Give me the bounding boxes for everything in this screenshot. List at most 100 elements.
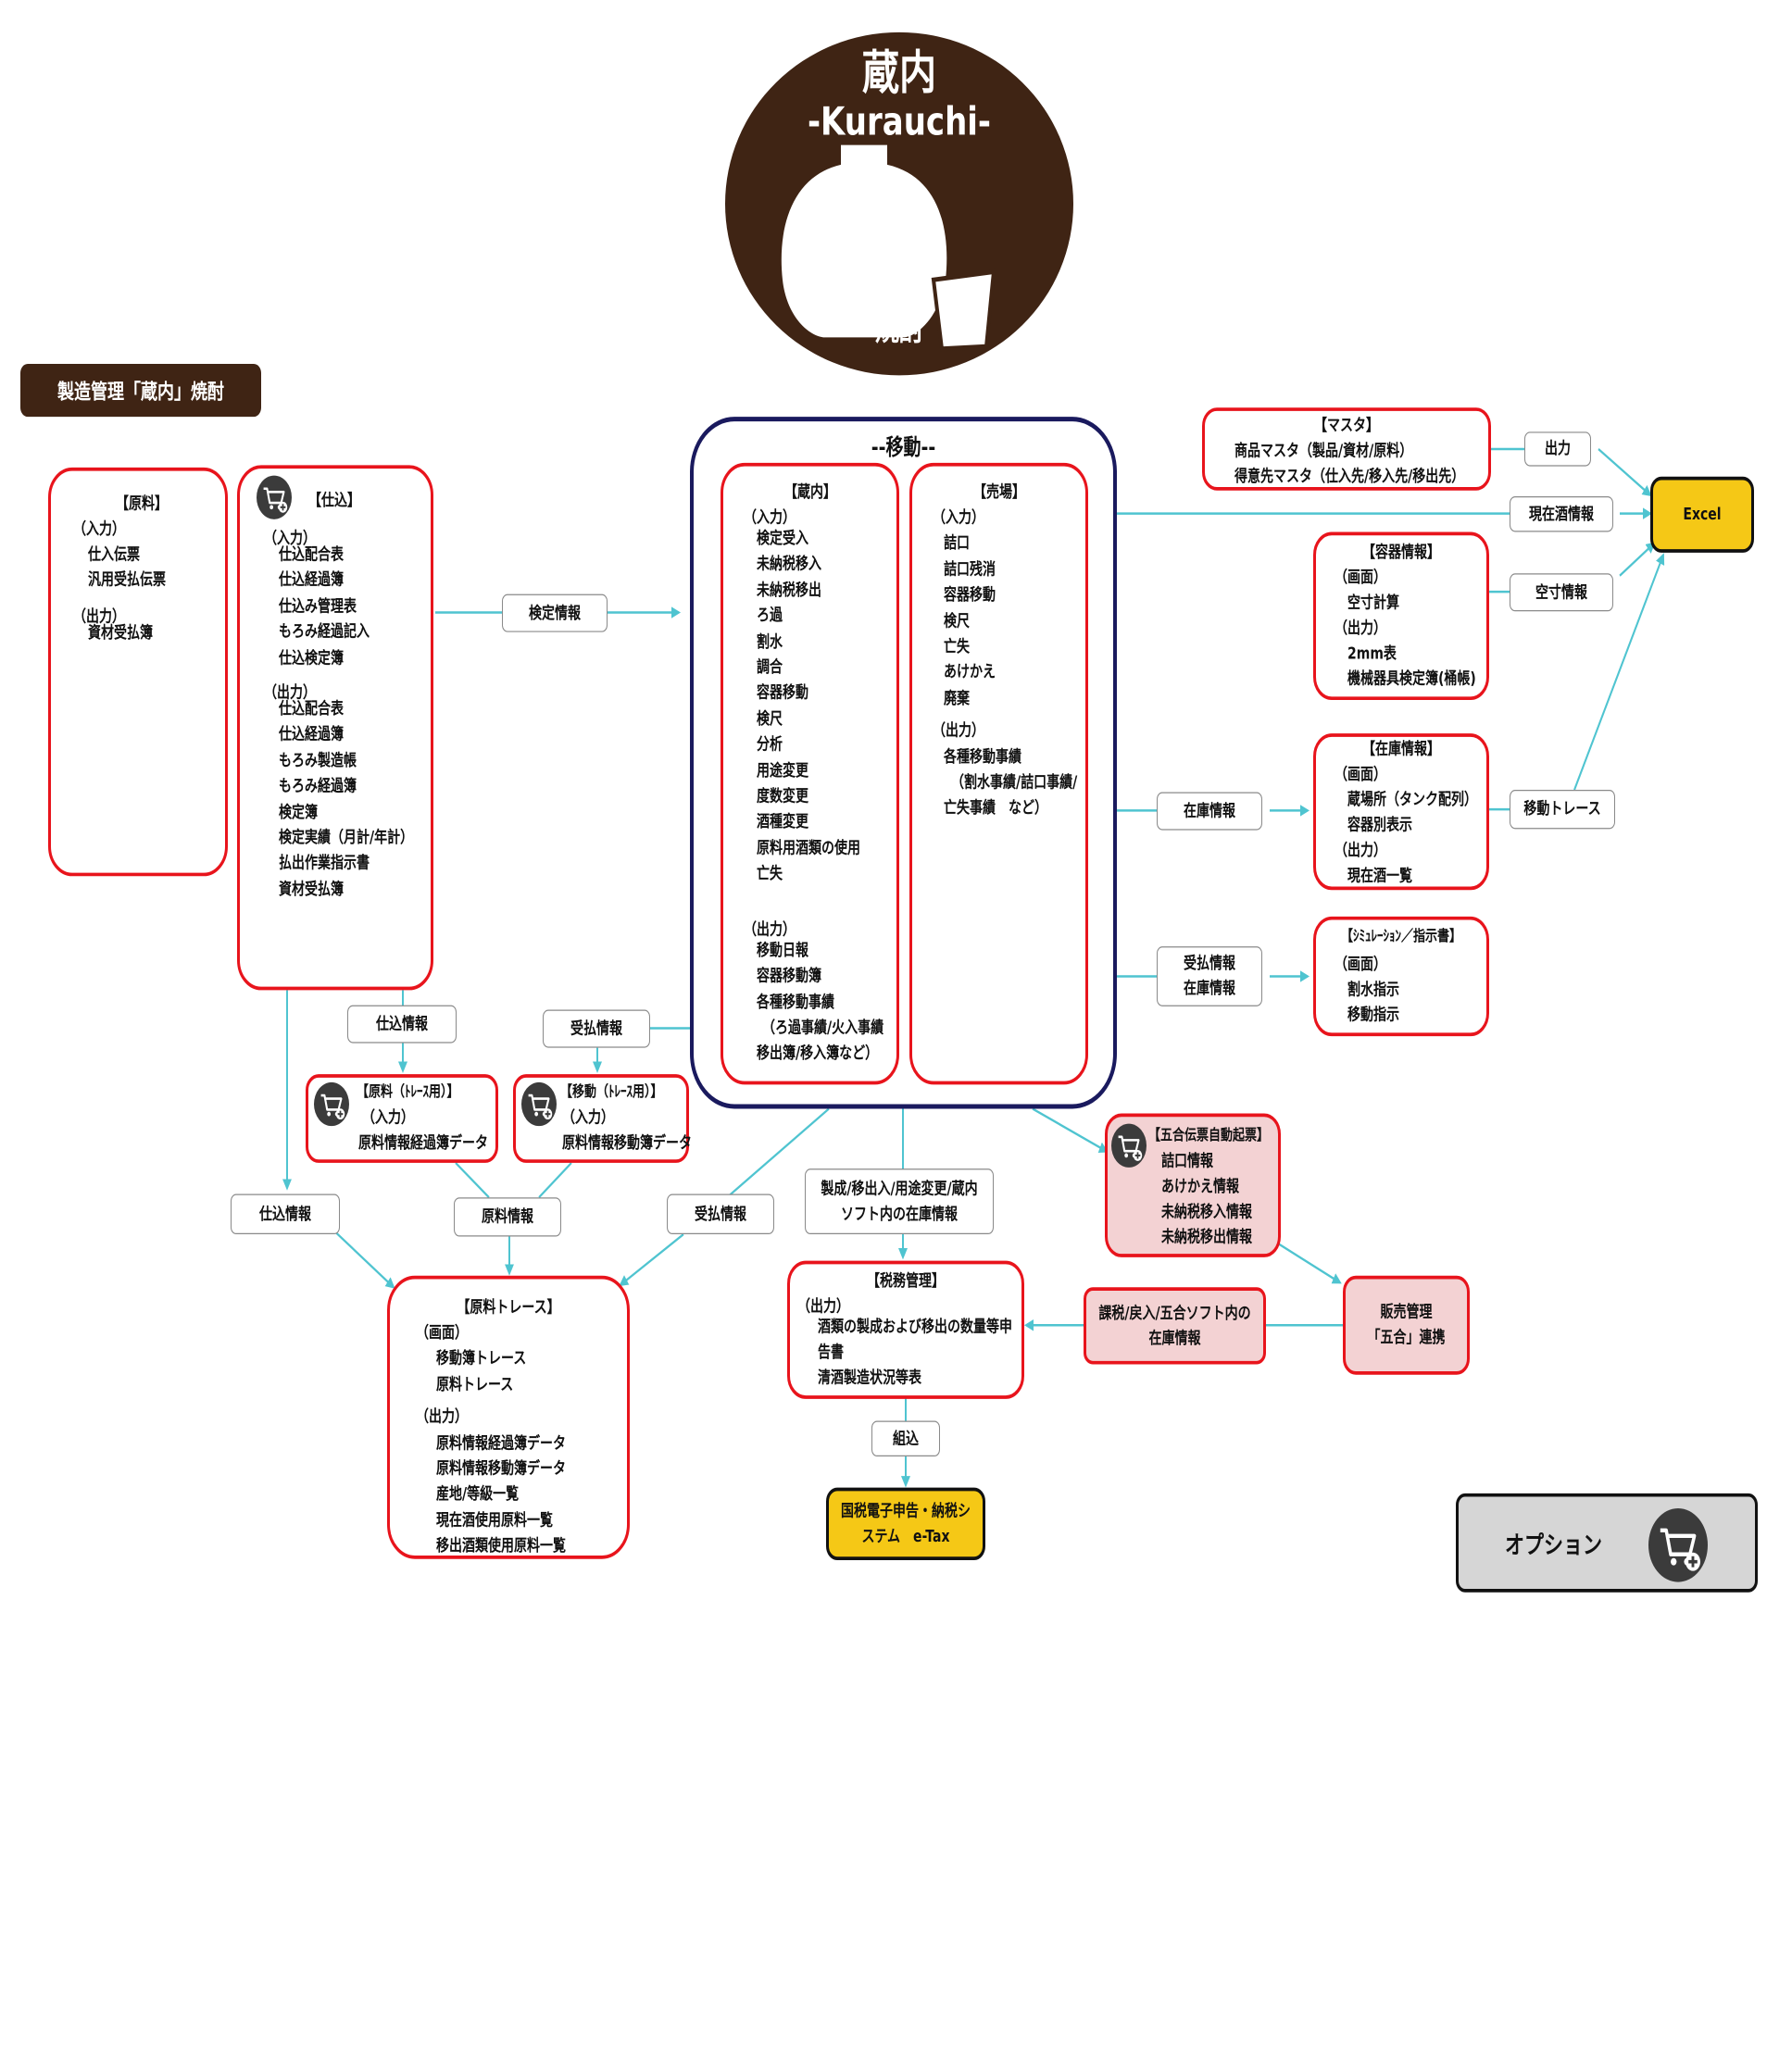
zeimu-title: 【税務管理】 [867, 1272, 945, 1291]
zaiko-title: 【在庫情報】 [1362, 740, 1440, 759]
trace-main-line: 産地/等級一覧 [436, 1485, 520, 1505]
ukeharai-zaiko-label: 受払情報 在庫情報 [1157, 946, 1262, 1006]
uriba-line: （入力） [933, 508, 984, 528]
kentei-label: 検定情報 [502, 594, 608, 632]
master-line: 得意先マスタ（仕入先/移入先/移出先） [1234, 467, 1465, 486]
kazei-box: 課税/戻入/五合ソフト内の 在庫情報 [1084, 1287, 1266, 1365]
trace-main-title: 【原料トレース】 [457, 1298, 560, 1318]
kumikomi-label: 組込 [871, 1420, 940, 1457]
logo-title: 蔵内 [862, 46, 936, 101]
sim-box: 【ｼﾐｭﾚｰｼｮﾝ／指示書】 （画面） 割水指示 移動指示 [1313, 916, 1489, 1037]
trace-main-lines: （画面） 移動簿トレース 原料トレース （出力） 原料情報経過簿データ 原料情報… [416, 1320, 566, 1559]
zeimu-line: 酒類の製成および移出の数量等申 [818, 1318, 1012, 1337]
shikomi-line: もろみ製造帳 [279, 751, 357, 770]
genryo-trace-title: 【原料（ﾄﾚｰｽ用）】 [357, 1083, 459, 1101]
uriba-line: 詰口残消 [944, 560, 996, 580]
ukeharai-label-2: 受払情報 [667, 1193, 774, 1235]
youki-line: 空寸計算 [1347, 594, 1399, 613]
shikomi-info-label-2: 仕込情報 [231, 1193, 340, 1235]
youki-box: 【容器情報】 （画面） 空寸計算 （出力） 2mm表 機械器具検定簿(桶帳) [1313, 531, 1489, 701]
hanbai-text-1: 販売管理 [1380, 1303, 1433, 1322]
gogo-line: 未納税移入情報 [1161, 1203, 1252, 1222]
zaiko-line: （出力） [1335, 841, 1386, 860]
master-title: 【マスタ】 [1314, 417, 1379, 436]
genryo-box: 【原料】 （入力） 仕入伝票 汎用受払伝票 （出力） 資材受払簿 [48, 467, 228, 877]
cart-icon [521, 1081, 557, 1127]
output-label: 出力 [1524, 431, 1591, 467]
shikomi-line: 仕込経過簿 [279, 571, 344, 591]
trace-main-line: （画面） [416, 1324, 468, 1343]
kura-lines: （入力） 検定受入 未納税移入 未納税移出 ろ過 割水 調合 容器移動 検尺 分… [744, 506, 883, 1067]
logo-caption: 焼酎 [874, 313, 923, 348]
uriba-line: 詰口 [944, 534, 970, 554]
uriba-line: 廃棄 [944, 689, 970, 708]
uriba-line: あけかえ [944, 663, 996, 682]
cart-icon [314, 1081, 349, 1127]
option-label: オプション [1505, 1531, 1602, 1559]
kura-line: 原料用酒類の使用 [757, 839, 860, 858]
shikomi-lines: （入力） 仕込配合表 仕込経過簿 仕込み管理表 もろみ経過記入 仕込検定簿 （出… [264, 526, 413, 903]
kura-line: 分析 [757, 735, 783, 755]
genryo-trace-lines: （入力） 原料情報経過簿データ [358, 1106, 488, 1156]
kurauchi-logo: 蔵内 -Kurauchi- 焼酎 [725, 31, 1073, 376]
sim-line: 移動指示 [1347, 1006, 1399, 1025]
uriba-line: 容器移動 [944, 586, 996, 606]
genryo-trace-main-box: 【原料トレース】 （画面） 移動簿トレース 原料トレース （出力） 原料情報経過… [387, 1275, 630, 1559]
soft-text-1: 製成/移出入/用途変更/蔵内 [821, 1179, 978, 1198]
kura-line: 酒種変更 [757, 813, 808, 832]
etax-line-1: 国税電子申告・納税シ [841, 1502, 971, 1521]
kura-line: 検尺 [757, 710, 783, 729]
master-line: 商品マスタ（製品/資材/原料） [1234, 442, 1413, 461]
hanbai-text-2: 「五合」連携 [1367, 1328, 1446, 1347]
uriba-line: 各種移動事績 [944, 747, 1021, 767]
uriba-line: （出力） [933, 721, 984, 741]
move-trace-title: 【移動（ﾄﾚｰｽ用）】 [560, 1083, 663, 1101]
kura-line: （入力） [744, 508, 796, 528]
zeimu-line: （出力） [797, 1297, 849, 1317]
zaiko-text: 在庫情報 [1184, 980, 1235, 999]
trace-main-line: 原料情報移動簿データ [436, 1459, 566, 1479]
genryo-line: 汎用受払伝票 [88, 570, 166, 590]
youki-line: 2mm表 [1347, 644, 1397, 664]
zaiko-line: 容器別表示 [1347, 816, 1412, 835]
uriba-line: 検尺 [944, 612, 970, 631]
genryo-lines: （入力） 仕入伝票 汎用受払伝票 （出力） 資材受払簿 [73, 517, 166, 645]
shikomi-line: 払出作業指示書 [279, 855, 370, 874]
zaiko-line: 現在酒一覧 [1347, 867, 1412, 886]
shikomi-line: 資材受払簿 [279, 881, 344, 900]
shikomi-line: （出力） [264, 683, 316, 703]
trace-main-line: 原料トレース [436, 1375, 514, 1394]
kura-line: （出力） [744, 920, 796, 940]
uriba-box: 【売場】 （入力） 詰口 詰口残消 容器移動 検尺 亡失 あけかえ 廃棄 （出力… [909, 462, 1088, 1085]
kura-line: 度数変更 [757, 787, 808, 806]
uriba-line: （割水事績/詰口事績/ [951, 773, 1078, 793]
kura-line: 各種移動事績 [757, 993, 834, 1012]
shikomi-line: 仕込経過簿 [279, 725, 344, 744]
cart-icon [1111, 1123, 1147, 1168]
move-trace-lines: （入力） 原料情報移動簿データ [562, 1106, 692, 1156]
product-badge-label: 製造管理「蔵内」焼酎 [57, 380, 224, 405]
gogo-title: 【五合伝票自動起票】 [1148, 1127, 1270, 1145]
zaiko-line: （画面） [1335, 765, 1386, 784]
genryo-line: 資材受払簿 [88, 623, 153, 643]
trace-main-line: 現在酒使用原料一覧 [436, 1511, 553, 1531]
move-trace-line: （入力） [562, 1108, 614, 1128]
shikomi-line: （入力） [264, 530, 316, 548]
kura-line: （ろ過事績/火入事績 [762, 1019, 884, 1038]
shikomi-line: 仕込み管理表 [279, 597, 357, 617]
kura-line: 移出簿/移入簿など） [757, 1044, 879, 1064]
trace-main-line: 移動簿トレース [436, 1349, 527, 1368]
sim-lines: （画面） 割水指示 移動指示 [1335, 952, 1399, 1028]
product-badge: 製造管理「蔵内」焼酎 [20, 363, 261, 418]
kazei-text-2: 在庫情報 [1148, 1329, 1201, 1348]
move-trace-box: 【移動（ﾄﾚｰｽ用）】 （入力） 原料情報移動簿データ [513, 1074, 692, 1163]
master-lines: 商品マスタ（製品/資材/原料） 得意先マスタ（仕入先/移入先/移出先） [1234, 439, 1464, 490]
zeimu-box: 【税務管理】 （出力） 酒類の製成および移出の数量等申 告書 清酒製造状況等表 [787, 1260, 1024, 1399]
shikomi-title: 【仕込】 [308, 491, 360, 510]
option-legend: オプション [1456, 1493, 1758, 1593]
kura-line: 容器移動簿 [757, 967, 821, 986]
kura-line: 未納税移出 [757, 581, 821, 600]
youki-line: （画面） [1335, 569, 1386, 588]
gogo-line: 詰口情報 [1161, 1152, 1213, 1171]
hanbai-box: 販売管理 「五合」連携 [1343, 1275, 1470, 1375]
